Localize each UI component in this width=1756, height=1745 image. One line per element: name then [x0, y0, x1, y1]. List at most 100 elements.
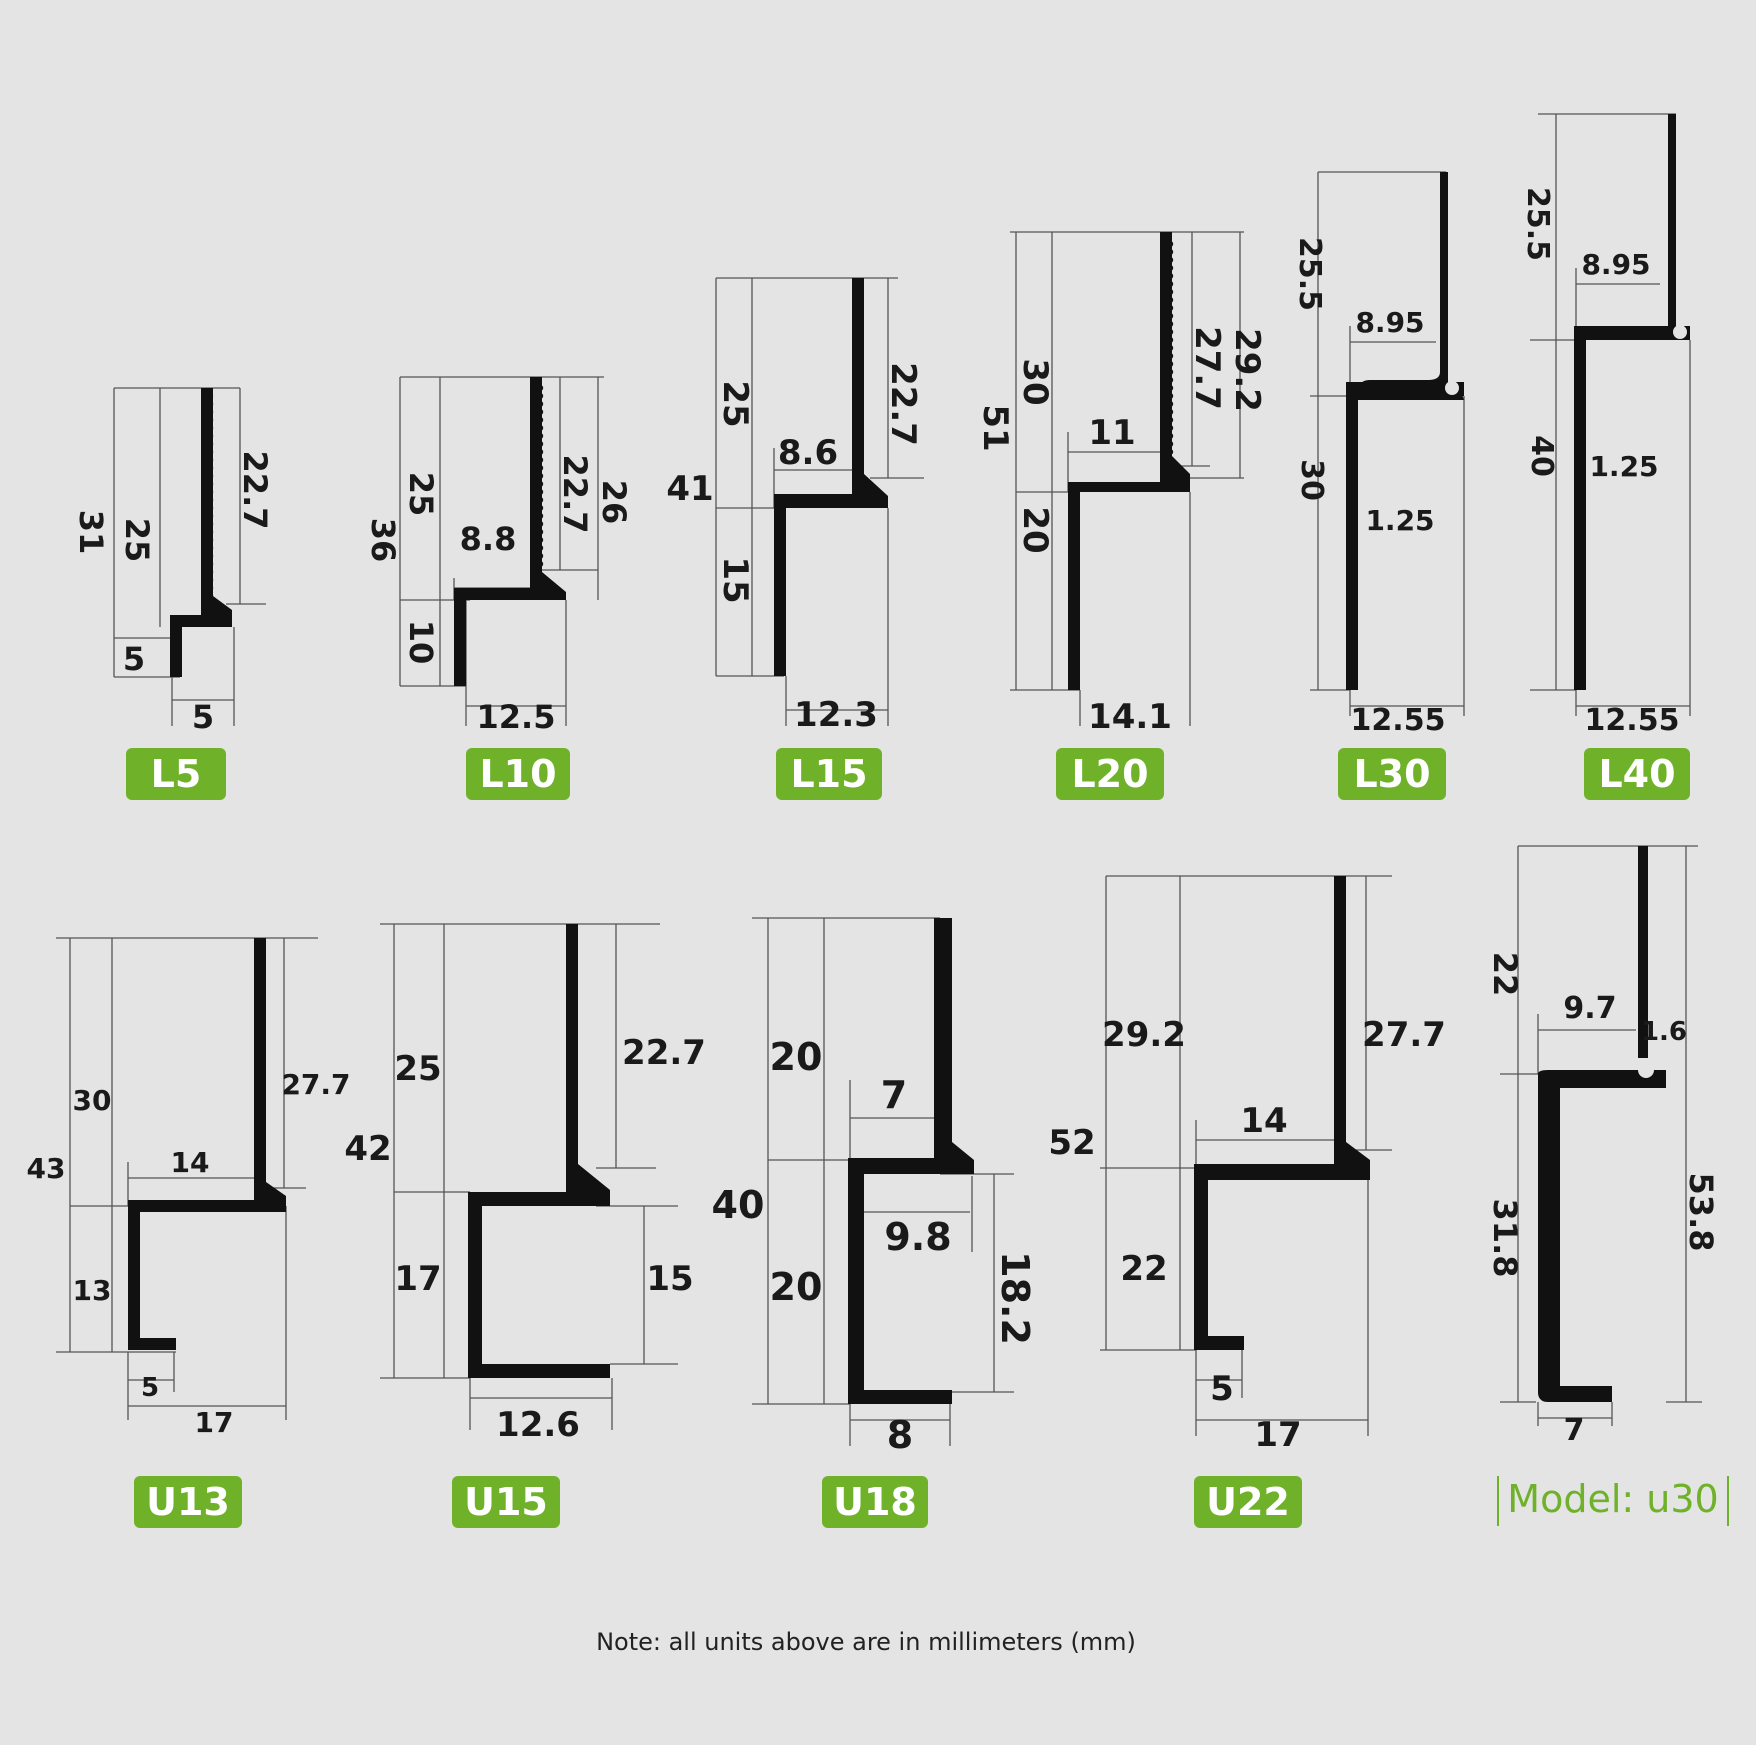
dim-l10-flange: 8.8	[460, 520, 517, 558]
dim-l30-lower: 30	[1294, 459, 1329, 501]
badge-l10: L10	[466, 748, 570, 800]
dim-u22-lower: 22	[1120, 1249, 1167, 1289]
dim-u13-lip: 5	[141, 1373, 159, 1403]
profile-u15-dims: 42 25 17 22.7 15 12.6	[344, 1033, 706, 1445]
badge-l20: L20	[1056, 748, 1164, 800]
profile-l40-dims: 25.5 40 8.95 1.25 12.55	[1520, 187, 1679, 738]
profile-u13-shape	[128, 938, 286, 1350]
dim-u13-flange: 14	[171, 1146, 210, 1179]
units-note: Note: all units above are in millimeters…	[596, 1628, 1136, 1656]
dim-u15-upper: 25	[394, 1049, 441, 1089]
dim-u22-height: 52	[1048, 1123, 1095, 1163]
dim-l10-total: 26	[595, 480, 633, 525]
badge-u18: U18	[822, 1476, 928, 1528]
dim-u22-serration: 27.7	[1362, 1015, 1446, 1055]
dim-l30-flange: 8.95	[1355, 306, 1424, 339]
dim-l15-lower: 15	[715, 556, 755, 603]
svg-text:L40: L40	[1598, 752, 1675, 796]
profile-u30-dims: 22 9.7 1.6 31.8 53.8 7	[1486, 952, 1720, 1448]
profile-l5-shape	[170, 388, 232, 677]
dim-l15-height: 41	[666, 469, 713, 509]
profile-l20-shape	[1068, 232, 1190, 690]
dim-l40-width: 12.55	[1585, 703, 1680, 738]
badge-u13: U13	[134, 1476, 242, 1528]
dim-u15-lower: 17	[394, 1259, 441, 1299]
badge-u22: U22	[1194, 1476, 1302, 1528]
profile-l20-dims: 51 30 20 11 27.7 29.2 14.1	[975, 326, 1267, 737]
dim-u18-lower: 20	[770, 1265, 823, 1309]
dim-l10-lower: 10	[402, 620, 440, 665]
badge-l15: L15	[776, 748, 882, 800]
profile-u15	[380, 923, 678, 1430]
svg-text:L20: L20	[1071, 752, 1148, 796]
dim-l10-height: 36	[364, 518, 402, 563]
profile-l40-shape	[1574, 114, 1690, 690]
profile-l5-dims: 31 25 22.7 5 5	[72, 451, 274, 736]
svg-text:U18: U18	[833, 1480, 917, 1524]
profile-u22-dims: 52 29.2 22 14 27.7 5 17	[1048, 1015, 1446, 1455]
dim-l5-width: 5	[192, 698, 214, 736]
dim-l20-height: 51	[975, 404, 1015, 451]
dim-u18-flange: 7	[881, 1073, 907, 1117]
profile-u13	[56, 937, 318, 1420]
badge-l30: L30	[1338, 748, 1446, 800]
dim-u18-height: 40	[712, 1183, 765, 1227]
badge-l5: L5	[126, 748, 226, 800]
profile-l30-dims: 25.5 30 8.95 1.25 12.55	[1292, 237, 1445, 738]
dim-l15-width: 12.3	[794, 695, 878, 735]
dim-u15-height: 42	[344, 1129, 391, 1169]
dim-l5-serration: 22.7	[236, 451, 274, 530]
dim-u30-width: 7	[1564, 1413, 1585, 1448]
dim-u18-upper: 20	[770, 1035, 823, 1079]
badge-u15: U15	[452, 1476, 560, 1528]
dim-u13-upper: 30	[73, 1084, 112, 1117]
dim-u30-upper: 22	[1486, 952, 1524, 997]
profile-u18-dims: 40 20 20 7 9.8 18.2 8	[712, 1035, 1037, 1457]
dim-l20-upper: 30	[1015, 358, 1055, 405]
profile-u22-shape	[1194, 876, 1370, 1350]
dim-l30-upper: 25.5	[1292, 237, 1327, 311]
profile-l20	[1010, 231, 1244, 726]
profile-u30	[1500, 845, 1702, 1426]
dim-l20-total: 29.2	[1227, 328, 1267, 412]
dim-l15-upper: 25	[715, 380, 755, 427]
dim-u18-lip: 9.8	[884, 1215, 951, 1259]
dim-l20-flange: 11	[1088, 413, 1135, 453]
dim-u15-width: 12.6	[496, 1405, 580, 1445]
dim-u13-serration: 27.7	[281, 1068, 350, 1101]
dim-l10-serration: 22.7	[556, 455, 594, 534]
profile-u30-shape	[1538, 846, 1666, 1402]
dim-l5-upper: 25	[118, 518, 156, 563]
dim-u18-opening: 18.2	[993, 1251, 1037, 1345]
dim-l30-thickness: 1.25	[1365, 504, 1434, 537]
dim-l40-thickness: 1.25	[1589, 450, 1658, 483]
dim-u22-upper: 29.2	[1102, 1015, 1186, 1055]
dim-u22-lip: 5	[1210, 1369, 1234, 1409]
profile-l5	[113, 387, 266, 726]
profile-u15-shape	[468, 924, 610, 1378]
svg-text:L30: L30	[1353, 752, 1430, 796]
dim-u30-lower: 31.8	[1486, 1199, 1524, 1278]
dim-l40-lower: 40	[1524, 435, 1559, 477]
profile-l10-dims: 36 25 10 8.8 22.7 26 12.5	[364, 455, 633, 736]
svg-text:L10: L10	[479, 752, 556, 796]
dim-l40-flange: 8.95	[1581, 248, 1650, 281]
dim-l5-lip: 5	[123, 640, 145, 678]
dim-l30-width: 12.55	[1351, 703, 1446, 738]
profile-u22	[1100, 875, 1392, 1436]
dim-l40-upper: 25.5	[1520, 187, 1555, 261]
svg-text:U15: U15	[464, 1480, 548, 1524]
dim-l10-width: 12.5	[477, 698, 556, 736]
dim-u22-width: 17	[1254, 1415, 1301, 1455]
svg-text:U13: U13	[146, 1480, 230, 1524]
dim-u15-serration: 22.7	[622, 1033, 706, 1073]
profile-l15	[715, 277, 924, 726]
dim-l5-height: 31	[72, 510, 110, 555]
profile-u18-shape	[848, 918, 974, 1404]
svg-text:L5: L5	[151, 752, 202, 796]
dim-l15-serration: 22.7	[883, 362, 923, 446]
dim-u13-width: 17	[195, 1406, 234, 1439]
dim-l20-width: 14.1	[1088, 697, 1172, 737]
